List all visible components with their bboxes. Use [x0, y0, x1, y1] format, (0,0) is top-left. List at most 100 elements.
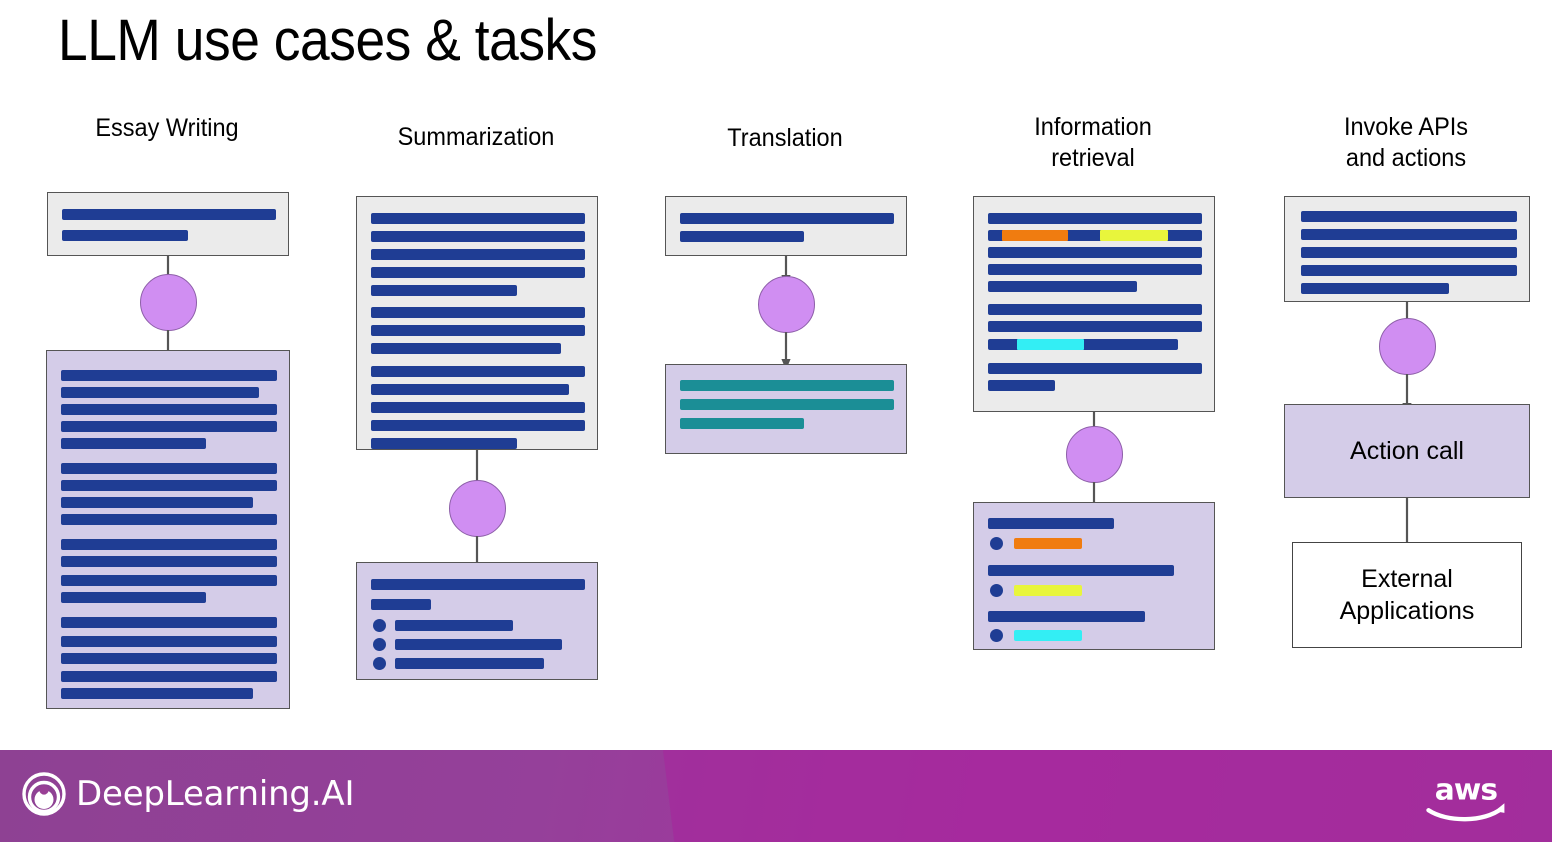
doc-text-line: [61, 404, 277, 415]
doc-text-line: [62, 209, 276, 220]
doc-text-line-translated: [680, 399, 894, 410]
doc-text-line: [61, 539, 277, 550]
doc-text-line: [680, 231, 804, 242]
arrow-summarization-llm-to-output: [475, 536, 479, 564]
doc-text-line: [371, 402, 585, 413]
doc-text-line: [61, 671, 277, 682]
doc-text-line: [61, 575, 277, 586]
doc-text-line: [988, 304, 1202, 315]
doc-text-line: [988, 281, 1137, 292]
llm-circle-translation: [758, 276, 815, 333]
doc-bullet-line: [395, 658, 544, 669]
doc-text-line: [61, 653, 277, 664]
column-title-line2: and actions: [1345, 144, 1467, 172]
doc-bullet-line: [395, 639, 562, 650]
doc-text-line: [61, 592, 206, 603]
doc-text-line: [61, 421, 277, 432]
essay-input-document: [47, 192, 289, 256]
doc-text-line: [988, 611, 1145, 622]
column-title-invoke-apis: Invoke APIs and actions: [1293, 112, 1519, 174]
doc-text-line: [371, 307, 585, 318]
translation-input-document: [665, 196, 907, 256]
external-applications-label-line2: Applications: [1339, 597, 1475, 625]
doc-text-line: [371, 438, 517, 449]
doc-text-line: [680, 213, 894, 224]
llm-circle-essay: [140, 274, 197, 331]
deeplearning-ai-logo: DeepLearning.AI: [22, 772, 355, 816]
doc-text-line: [988, 321, 1202, 332]
doc-text-line: [371, 579, 585, 590]
doc-bullet-line-orange: [1014, 538, 1082, 549]
llm-circle-summarization: [449, 480, 506, 537]
doc-bullet-line-cyan: [1014, 630, 1082, 641]
doc-text-line: [61, 387, 259, 398]
doc-text-line: [988, 518, 1114, 529]
doc-text-line: [61, 636, 277, 647]
external-applications-label-line1: External: [1361, 565, 1453, 593]
doc-text-line: [371, 285, 517, 296]
highlight-cyan: [1017, 339, 1084, 350]
doc-text-line: [988, 380, 1055, 391]
llm-circle-invoke-apis: [1379, 318, 1436, 375]
doc-text-line-translated: [680, 380, 894, 391]
doc-text-line: [1301, 265, 1517, 276]
doc-text-line: [371, 384, 569, 395]
doc-text-line: [371, 213, 585, 224]
doc-text-line: [988, 264, 1202, 275]
summarization-input-document: [356, 196, 598, 450]
doc-text-line: [371, 343, 561, 354]
information-retrieval-output-document: [973, 502, 1215, 650]
aws-smile-icon: aws: [1426, 772, 1505, 822]
translation-output-document: [665, 364, 907, 454]
doc-text-line: [371, 366, 585, 377]
information-retrieval-input-document: [973, 196, 1215, 412]
doc-text-line: [371, 420, 585, 431]
column-title-line1: Information: [1034, 113, 1152, 141]
column-title-line1: Invoke APIs: [1343, 113, 1469, 141]
doc-bullet-line-yellow: [1014, 585, 1082, 596]
doc-text-line: [371, 599, 431, 610]
column-title-translation: Translation: [727, 124, 843, 152]
deeplearning-spiral-icon: [22, 772, 66, 816]
doc-text-line-highlighted: [988, 230, 1202, 241]
footer-bar: DeepLearning.AI aws: [0, 750, 1552, 842]
doc-text-line: [988, 363, 1202, 374]
doc-text-line-translated: [680, 418, 804, 429]
action-call-box: Action call: [1284, 404, 1530, 498]
highlight-orange: [1002, 230, 1068, 241]
doc-text-line: [371, 231, 585, 242]
action-call-label: Action call: [1350, 437, 1464, 465]
essay-output-document: [46, 350, 290, 709]
doc-text-line-highlighted: [988, 339, 1178, 350]
doc-text-line: [61, 480, 277, 491]
page-title: LLM use cases & tasks: [58, 8, 598, 73]
column-title-summarization: Summarization: [397, 123, 555, 151]
bullet-point: [990, 629, 1003, 642]
bullet-point: [373, 657, 386, 670]
llm-circle-information-retrieval: [1066, 426, 1123, 483]
doc-text-line: [61, 514, 277, 525]
bullet-point: [990, 584, 1003, 597]
deeplearning-ai-wordmark: DeepLearning.AI: [76, 774, 355, 814]
doc-text-line: [988, 565, 1174, 576]
doc-text-line: [371, 325, 585, 336]
doc-text-line: [62, 230, 188, 241]
invoke-apis-input-document: [1284, 196, 1530, 302]
doc-text-line: [61, 438, 206, 449]
highlight-yellow: [1100, 230, 1168, 241]
doc-text-line: [988, 247, 1202, 258]
doc-text-line: [61, 688, 253, 699]
doc-text-line: [61, 617, 277, 628]
doc-text-line: [371, 249, 585, 260]
arrow-summarization-input-to-llm: [475, 450, 479, 484]
external-applications-box: External Applications: [1292, 542, 1522, 648]
doc-text-line: [988, 213, 1202, 224]
doc-text-line: [61, 463, 277, 474]
bullet-point: [373, 619, 386, 632]
column-title-information-retrieval: Information retrieval: [980, 112, 1206, 174]
column-title-line2: retrieval: [1051, 144, 1135, 172]
doc-text-line: [61, 556, 277, 567]
doc-bullet-line: [395, 620, 513, 631]
column-title-essay-writing: Essay Writing: [95, 114, 239, 142]
